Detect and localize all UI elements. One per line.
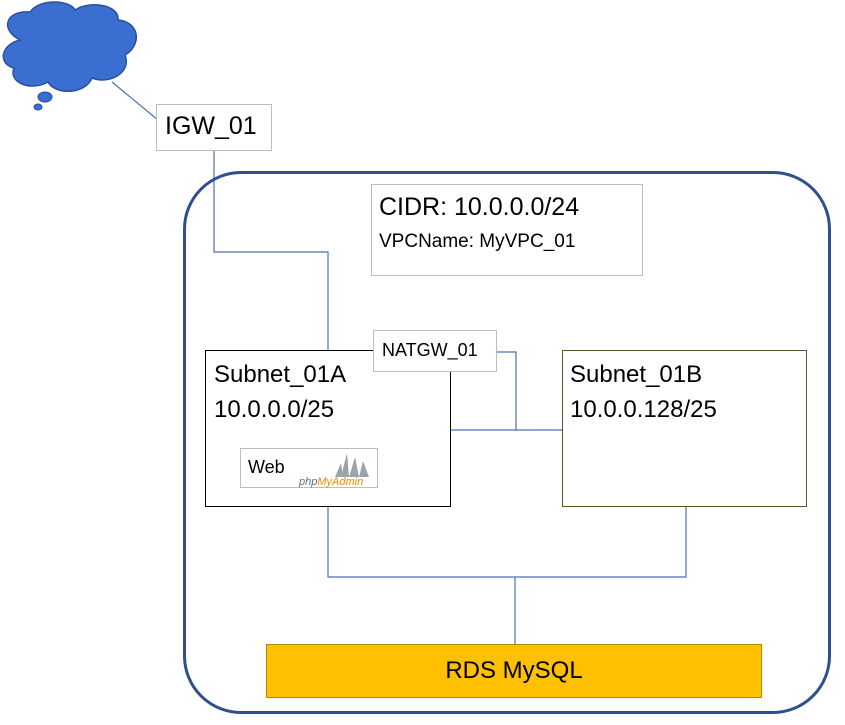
vpc-info-box: CIDR: 10.0.0.0/24 VPCName: MyVPC_01 (371, 184, 643, 276)
subnet-b-cidr: 10.0.0.128/25 (570, 396, 717, 423)
cloud-icon (2, 1, 138, 111)
natgw-label: NATGW_01 (382, 340, 478, 360)
vpc-name: VPCName: MyVPC_01 (379, 231, 576, 252)
vpc-cidr: CIDR: 10.0.0.0/24 (379, 193, 580, 221)
subnet-b[interactable]: Subnet_01B 10.0.0.128/25 (562, 350, 807, 507)
rds-mysql[interactable]: RDS MySQL (266, 644, 762, 698)
nat-gateway[interactable]: NATGW_01 (373, 330, 497, 372)
subnet-a-name: Subnet_01A (214, 361, 347, 388)
igw-label: IGW_01 (165, 112, 257, 140)
subnet-b-name: Subnet_01B (570, 361, 703, 388)
vpc-container (183, 171, 831, 714)
svg-text:phpMyAdmin: phpMyAdmin (298, 476, 363, 488)
internet-gateway[interactable]: IGW_01 (156, 104, 272, 151)
rds-label: RDS MySQL (445, 657, 583, 684)
subnet-a-cidr: 10.0.0.0/25 (214, 396, 335, 423)
phpmyadmin-logo-icon: phpMyAdmin (298, 453, 369, 488)
web-label: Web (248, 457, 285, 477)
web-server[interactable]: Web phpMyAdmin (240, 448, 378, 488)
